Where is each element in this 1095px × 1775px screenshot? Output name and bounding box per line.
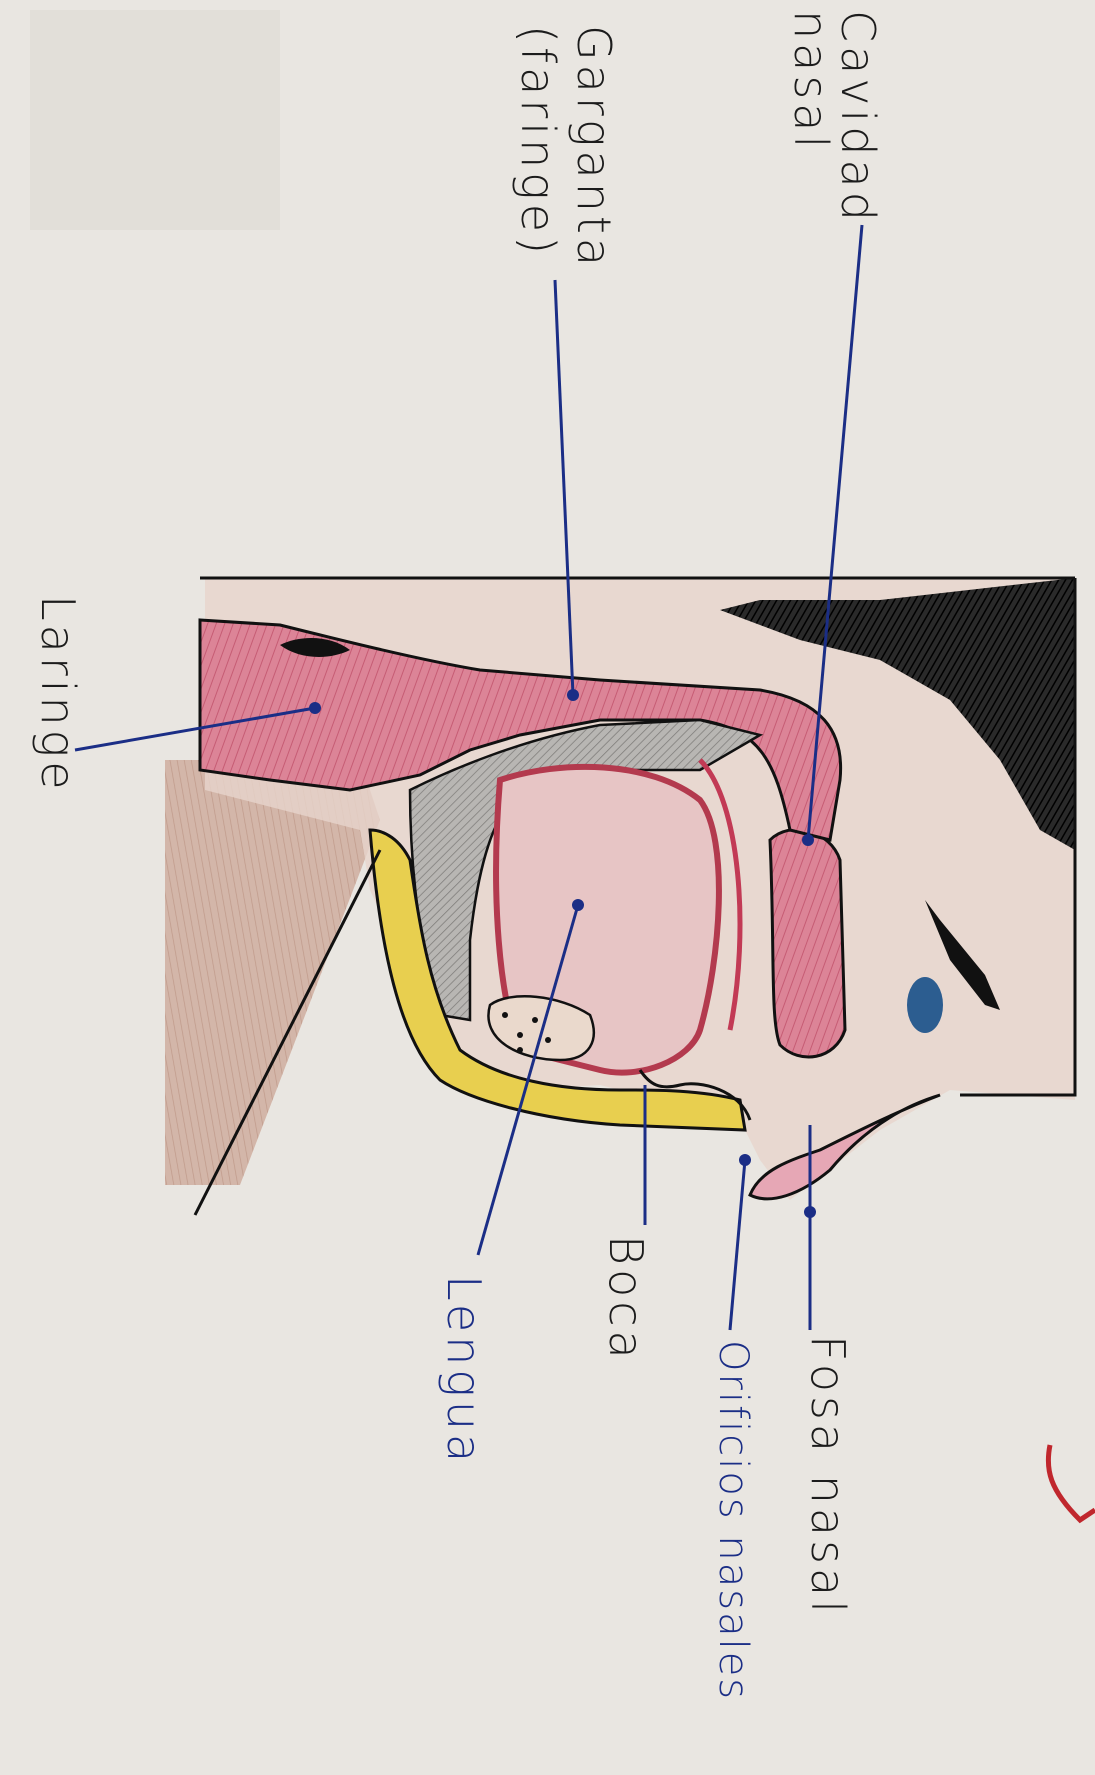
label-faringe: (faringe) xyxy=(511,25,565,258)
nasal-cavity xyxy=(770,830,845,1057)
faded-stamp xyxy=(30,10,280,230)
label-laringe: Laringe xyxy=(31,595,85,794)
label-garganta: Garganta xyxy=(567,25,621,270)
leader-orificios xyxy=(730,1160,745,1330)
label-nasal: nasal xyxy=(784,10,838,152)
label-lengua: Lengua xyxy=(437,1275,491,1466)
label-fosa-nasal: Fosa nasal xyxy=(801,1335,855,1617)
check-mark-icon xyxy=(1048,1445,1095,1520)
label-boca: Boca xyxy=(599,1235,653,1363)
label-cavidad: Cavidad xyxy=(831,10,885,225)
eye xyxy=(907,977,943,1033)
label-orificios-nasales: Orificios nasales xyxy=(710,1340,756,1701)
